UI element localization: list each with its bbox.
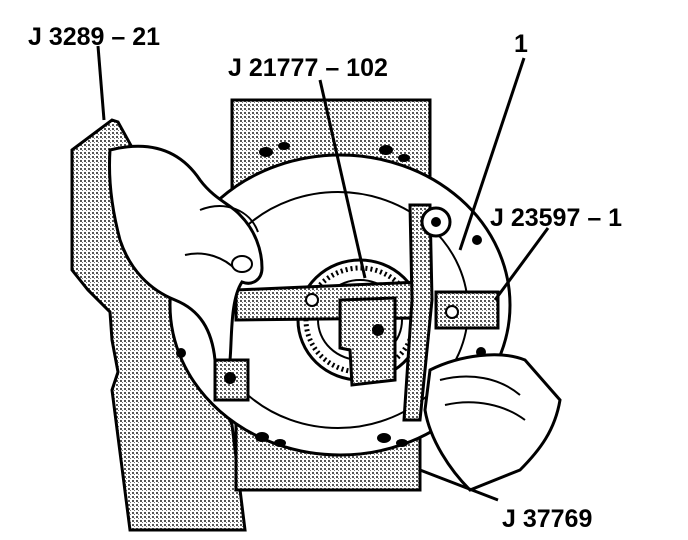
locking-tool (434, 290, 500, 330)
callout-j21777-102: J 21777 – 102 (228, 54, 388, 82)
right-arm (402, 203, 434, 422)
callout-item-1: 1 (514, 30, 528, 58)
callout-j37769: J 37769 (502, 505, 592, 533)
callout-j3289-21: J 3289 – 21 (28, 23, 160, 51)
left-hand (108, 144, 264, 362)
tool-pin (305, 293, 319, 307)
callout-j23597-1: J 23597 – 1 (490, 204, 622, 232)
puller-bolt (372, 324, 384, 336)
puller-tool (338, 296, 397, 387)
bolt-holes (176, 142, 486, 447)
leader-lines (96, 45, 550, 502)
right-hand (423, 353, 562, 492)
